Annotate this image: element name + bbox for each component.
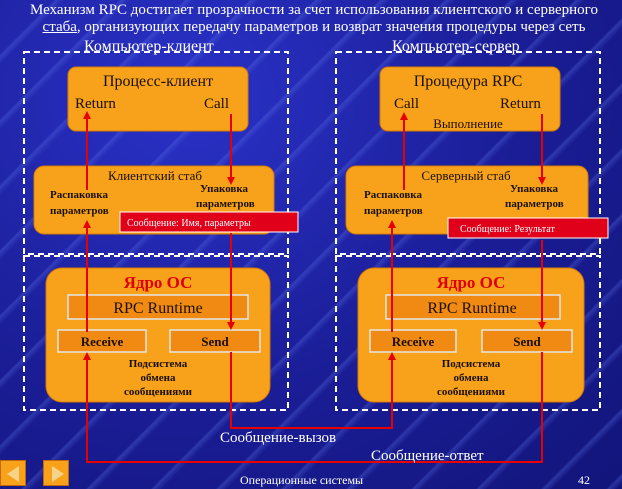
client-region-bottom-frame [23, 255, 289, 411]
client-process-box: Процесс-клиент Return Call [67, 66, 249, 132]
server-msg-sub-line2: обмена [454, 372, 489, 384]
client-region-label: Компьютер-клиент [84, 38, 214, 55]
title-line-2: стаба, организующих передачу параметров … [8, 19, 620, 36]
client-region-top-frame [23, 51, 289, 255]
client-return-label: Return [75, 96, 116, 112]
client-unpack-line2: параметров [50, 205, 109, 217]
server-exec-label: Выполнение [433, 116, 503, 131]
client-os-box: Ядро ОС RPC Runtime Receive Send Подсист… [45, 267, 271, 403]
client-msg-sub-line1: Подсистема [129, 358, 188, 370]
server-message-text: Сообщение: Результат [460, 224, 555, 235]
server-call-label: Call [394, 96, 419, 112]
reply-message-path [83, 352, 543, 463]
server-runtime-box [385, 294, 561, 320]
client-pack-line2: параметров [196, 198, 255, 210]
server-return-label: Return [500, 96, 541, 112]
slide-footer: Операционные системы 42 [0, 470, 622, 489]
server-receive-box [369, 329, 457, 353]
client-receive-box [57, 329, 147, 353]
client-message-callout: Сообщение: Имя, параметры [119, 211, 299, 233]
client-unpack-line1: Распаковка [50, 189, 108, 201]
client-receive-label: Receive [81, 334, 124, 349]
client-pack-line1: Упаковка [200, 183, 249, 195]
server-stub-box: Серверный стаб Распаковка параметров Упа… [345, 165, 589, 235]
client-send-box [169, 329, 261, 353]
call-message-label: Сообщение-вызов [220, 430, 336, 446]
server-msg-sub-line3: сообщениями [437, 386, 506, 398]
client-msg-sub-line3: сообщениями [124, 386, 193, 398]
server-pack-line2: параметров [505, 198, 564, 210]
server-process-box: Процедура RPC Call Return Выполнение [379, 66, 561, 132]
server-msg-sub-line1: Подсистема [442, 358, 501, 370]
server-stub-title: Серверный стаб [421, 168, 511, 183]
triangle-left-icon[interactable] [0, 460, 26, 486]
client-msg-sub-line2: обмена [141, 372, 176, 384]
server-pack-line1: Упаковка [510, 183, 559, 195]
server-process-title: Процедура RPC [414, 73, 523, 90]
title-underlined-word: стаба [42, 19, 77, 35]
footer-page-number: 42 [578, 473, 590, 487]
slide-title: Механизм RPC достигает прозрачности за с… [8, 2, 620, 36]
server-region-bottom-frame [335, 255, 601, 411]
server-os-title: Ядро ОС [437, 273, 506, 292]
triangle-right-icon[interactable] [43, 460, 69, 486]
flow-arrows [83, 111, 546, 463]
server-region-top-frame [335, 51, 601, 255]
server-send-box [481, 329, 573, 353]
server-region-label: Компьютер-сервер [392, 38, 520, 55]
client-os-title: Ядро ОС [124, 273, 193, 292]
client-call-label: Call [204, 96, 229, 112]
client-stub-title: Клиентский стаб [108, 168, 202, 183]
server-os-box: Ядро ОС RPC Runtime Receive Send Подсист… [357, 267, 585, 403]
client-send-label: Send [201, 334, 229, 349]
server-receive-label: Receive [392, 334, 435, 349]
title-line-1: Механизм RPC достигает прозрачности за с… [30, 2, 598, 18]
call-message-path [230, 352, 396, 429]
server-region: Компьютер-сервер [335, 38, 601, 411]
server-runtime-label: RPC Runtime [427, 300, 516, 317]
client-region: Компьютер-клиент [23, 38, 289, 411]
client-runtime-box [67, 294, 249, 320]
client-process-title: Процесс-клиент [103, 73, 213, 90]
server-unpack-line1: Распаковка [364, 189, 422, 201]
client-runtime-label: RPC Runtime [113, 300, 202, 317]
title-line-2-rest: , организующих передачу параметров и воз… [76, 19, 586, 35]
client-message-text: Сообщение: Имя, параметры [127, 218, 251, 229]
server-unpack-line2: параметров [364, 205, 423, 217]
reply-message-label: Сообщение-ответ [371, 448, 484, 464]
server-send-label: Send [513, 334, 541, 349]
footer-course-name: Операционные системы [240, 473, 364, 487]
server-message-callout: Сообщение: Результат [447, 217, 609, 239]
